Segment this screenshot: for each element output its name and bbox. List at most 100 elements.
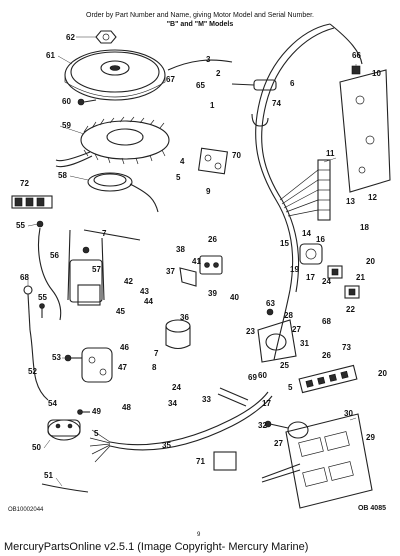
wire-56: [37, 227, 62, 321]
callout-17-lower: 17: [262, 399, 271, 408]
callout-61: 61: [46, 51, 55, 60]
callout-28-upper: 28: [284, 311, 293, 320]
callout-56: 56: [50, 251, 59, 260]
callout-31-upper: 31: [300, 339, 309, 348]
callout-9: 9: [206, 187, 211, 196]
clip-66: [351, 65, 361, 75]
callout-24-lower: 24: [172, 383, 181, 392]
callout-36: 36: [180, 313, 189, 322]
callout-43: 43: [140, 287, 149, 296]
callout-24-upper: 24: [322, 277, 331, 286]
callout-69: 69: [248, 373, 257, 382]
callout-47: 47: [118, 363, 127, 372]
clamp-68-left: [23, 285, 33, 331]
diagram-header-order-note: Order by Part Number and Name, giving Mo…: [86, 12, 314, 19]
callout-70: 70: [232, 151, 241, 160]
tube-33: [217, 387, 249, 407]
callout-30: 30: [344, 409, 353, 418]
callout-11: 11: [326, 149, 335, 158]
callout-48: 48: [122, 403, 131, 412]
callout-60-lower: 60: [258, 371, 267, 380]
page-number: 9: [197, 532, 201, 538]
copyright-footer: MercuryPartsOnline v2.5.1 (Image Copyrig…: [0, 538, 400, 556]
callout-23: 23: [246, 327, 255, 336]
callout-66: 66: [352, 51, 361, 60]
rectifier-36: [165, 319, 191, 350]
callout-74: 74: [272, 99, 281, 108]
callout-40: 40: [230, 293, 239, 302]
callout-labels: 62 61 67 3 2 66 10 65 6 60 74 1 59 4 5 7…: [16, 33, 387, 480]
callout-27-lower: 27: [274, 439, 283, 448]
screw-60-upper: [77, 98, 97, 106]
callout-5-mid: 5: [288, 383, 293, 392]
plate-21: [327, 265, 343, 279]
callout-62: 62: [66, 33, 75, 42]
callout-68-left: 68: [20, 273, 29, 282]
callout-54: 54: [48, 399, 57, 408]
callout-21: 21: [356, 273, 365, 282]
leads-27-31: [261, 463, 301, 483]
screw-49: [77, 409, 90, 415]
callout-65: 65: [196, 81, 205, 90]
callout-39: 39: [208, 289, 217, 298]
flywheel: [64, 49, 166, 101]
callout-37: 37: [166, 267, 175, 276]
fuse-holder-28: [264, 420, 309, 439]
callout-20-lower: 20: [378, 369, 387, 378]
terminal-strip-11: [317, 159, 331, 221]
main-wiring-loom: [255, 23, 363, 361]
bracket-9: [197, 147, 229, 175]
callout-38: 38: [176, 245, 185, 254]
callout-52: 52: [28, 367, 37, 376]
starter-solenoid-50: [47, 419, 81, 441]
callout-26-upper: 26: [208, 235, 217, 244]
callout-17-upper: 17: [306, 273, 315, 282]
drawing-code-right: OB 4085: [357, 505, 386, 512]
callout-13: 13: [346, 197, 355, 206]
callout-46: 46: [120, 343, 129, 352]
callout-45: 45: [116, 307, 125, 316]
callout-49: 49: [92, 407, 101, 416]
terminal-block-72: [11, 195, 53, 209]
callout-6: 6: [290, 79, 295, 88]
callout-15: 15: [280, 239, 289, 248]
callout-35: 35: [162, 441, 171, 450]
decal-71: [213, 451, 237, 471]
callout-32: 32: [258, 421, 267, 430]
hook-74: [251, 113, 269, 127]
mounting-plate-29: [285, 413, 373, 509]
callout-2: 2: [216, 69, 221, 78]
callout-50: 50: [32, 443, 41, 452]
callout-63: 63: [266, 299, 275, 308]
callout-27-upper: 27: [292, 325, 301, 334]
callout-12: 12: [368, 193, 377, 202]
callout-5: 5: [176, 173, 181, 182]
callout-7-lower: 7: [154, 349, 159, 358]
callout-18-upper: 18: [360, 223, 369, 232]
diagram-header-models: "B" and "M" Models: [166, 21, 234, 28]
callout-7-upper: 7: [102, 229, 107, 238]
callout-4: 4: [180, 157, 185, 166]
callout-25: 25: [280, 361, 289, 370]
ground-wire-52: [29, 329, 49, 401]
callout-57: 57: [92, 265, 101, 274]
callout-58: 58: [58, 171, 67, 180]
callout-26-lower: 26: [322, 351, 331, 360]
lead-51: [41, 483, 89, 493]
callout-55-lower: 55: [38, 293, 47, 302]
bracket-37: [179, 267, 197, 287]
callout-16: 16: [316, 235, 325, 244]
callout-33: 33: [202, 395, 211, 404]
lead-67: [167, 59, 233, 71]
connector-6: [231, 79, 277, 91]
callout-3: 3: [206, 55, 211, 64]
callout-72: 72: [20, 179, 29, 188]
callout-73: 73: [342, 343, 351, 352]
trigger-ring: [87, 172, 159, 213]
callout-19: 19: [290, 265, 299, 274]
key-switch-16: [299, 243, 323, 265]
starter-solenoid-46: [64, 347, 113, 383]
callout-10: 10: [372, 69, 381, 78]
callout-14: 14: [302, 229, 311, 238]
